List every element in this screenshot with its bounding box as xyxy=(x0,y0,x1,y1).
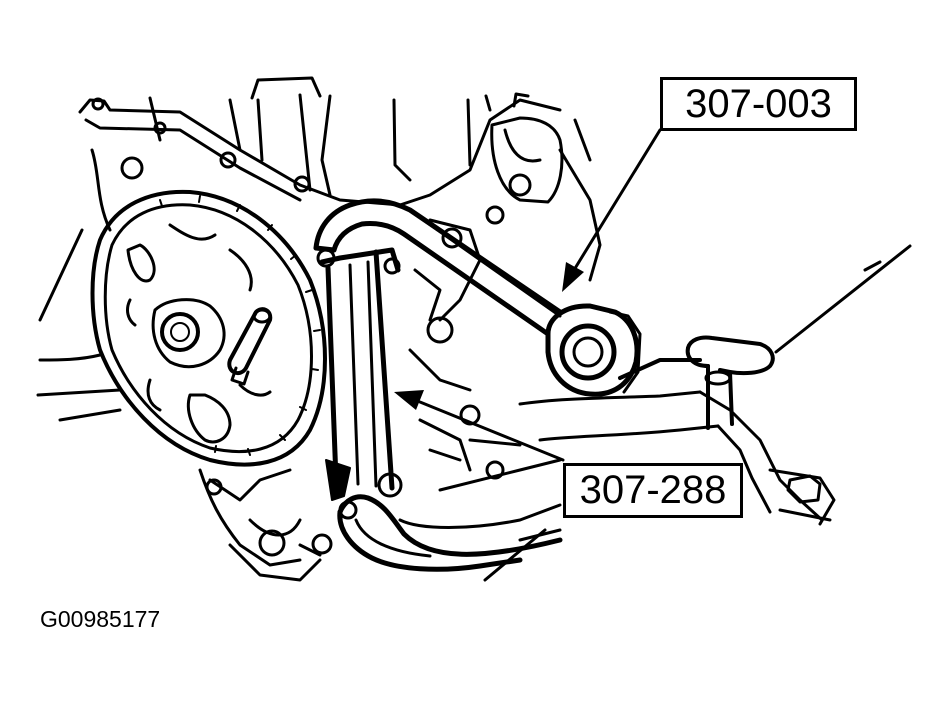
callout-text-lower: 307-288 xyxy=(579,468,727,512)
figure-id-label: G00985177 xyxy=(40,606,161,632)
support-bar xyxy=(316,247,401,501)
flexplate xyxy=(90,189,327,467)
callout-text-upper: 307-003 xyxy=(685,81,832,126)
callout-label-307-003: 307-003 xyxy=(660,77,857,131)
leader-lines xyxy=(418,128,912,462)
callout-label-307-288: 307-288 xyxy=(563,463,743,518)
engine-block xyxy=(36,76,602,582)
lifting-arm xyxy=(313,198,642,397)
arrowhead-lower xyxy=(394,390,424,410)
arrowhead-upper xyxy=(562,262,584,292)
hook-bar xyxy=(337,494,563,582)
lower-tube xyxy=(518,335,836,526)
